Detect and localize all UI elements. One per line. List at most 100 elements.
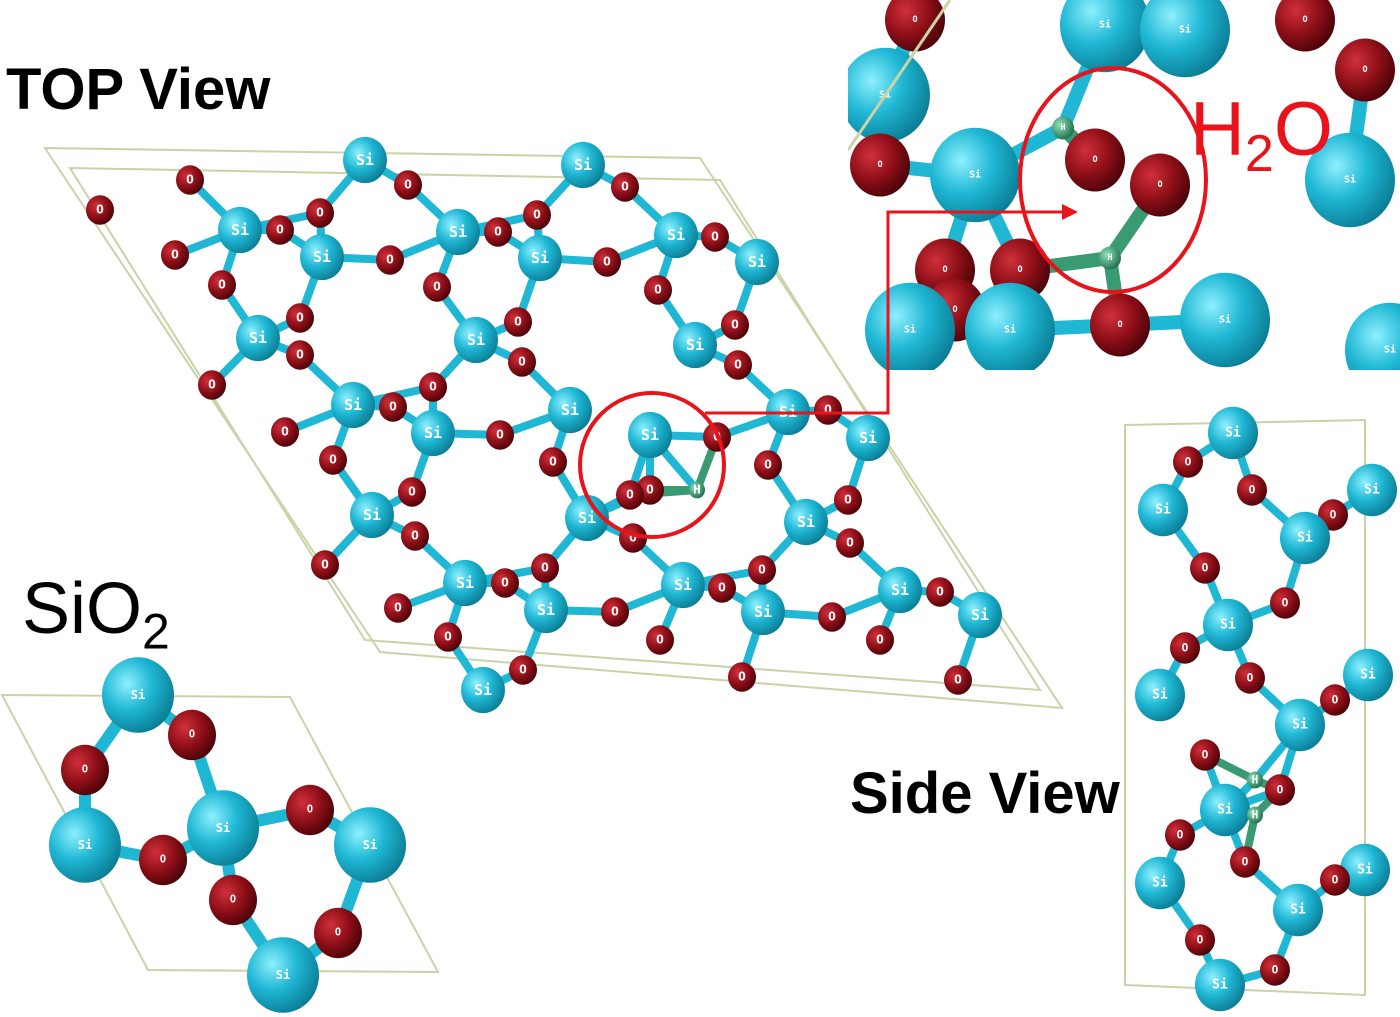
o-atom-label: O (1017, 265, 1022, 275)
si-atom (965, 282, 1055, 370)
h-atom-label: H (693, 483, 701, 498)
o-atom (1190, 552, 1220, 584)
si-atom-label: Si (667, 226, 685, 244)
inset-cell-edge (848, 0, 952, 151)
o-atom-label: O (1117, 320, 1122, 330)
si-atom (735, 238, 779, 286)
arrow-head-icon (1062, 204, 1078, 220)
o-atom-label: O (844, 493, 852, 508)
o-atom (208, 270, 236, 300)
top-view-title: TOP View (6, 57, 271, 122)
si-atom (350, 491, 394, 539)
o-atom-label: O (335, 928, 341, 939)
si-atom-label: Si (356, 151, 374, 169)
si-atom-label: Si (578, 509, 596, 527)
si-atom-label: Si (859, 429, 877, 447)
o-atom-label: O (611, 605, 619, 620)
o-atom (491, 568, 519, 598)
o-atom (1237, 474, 1267, 506)
si-atom (1203, 598, 1253, 652)
top-view-unit-cell-inner (68, 166, 1042, 692)
si-atom (784, 498, 828, 546)
o-atom-label: O (828, 610, 836, 625)
si-atom (1275, 698, 1325, 752)
si-atom (1200, 783, 1250, 837)
h-atom (1247, 806, 1263, 824)
o-atom (508, 347, 536, 377)
si-atom-label: Si (313, 248, 331, 266)
o-atom-label: O (738, 670, 746, 685)
o-atom-label: O (518, 355, 526, 370)
si-atom (454, 316, 498, 364)
si-atom (661, 561, 705, 609)
o-atom-label: O (824, 403, 832, 418)
si-atom (1273, 883, 1323, 937)
unit-cell-outlines (0, 146, 1366, 997)
si-atom-label: Si (1364, 483, 1380, 498)
o-atom (721, 310, 749, 340)
si-atom-label: Si (971, 606, 989, 624)
si-atom-label: Si (1360, 668, 1376, 683)
o-atom (394, 170, 422, 200)
o-atom-label: O (1177, 829, 1184, 842)
o-atom-label: O (626, 488, 634, 503)
si-atom (187, 790, 259, 866)
si-atom (102, 657, 174, 733)
o-atom (311, 550, 339, 580)
o-atom-label: O (1247, 672, 1254, 685)
si-atom-label: Si (531, 249, 549, 267)
o-atom-label: O (296, 311, 304, 326)
o-atom-label: O (936, 585, 944, 600)
o-atom (401, 521, 429, 551)
o-atom-label: O (1332, 694, 1339, 707)
si-atom (334, 807, 406, 883)
o-atom (1320, 864, 1350, 896)
o-atom-label: O (1332, 874, 1339, 887)
o-atom (168, 709, 216, 761)
si-atom-label: Si (1357, 863, 1373, 878)
o-atom (1335, 38, 1395, 102)
h-atom (1247, 771, 1263, 789)
o-atom-label: O (404, 178, 412, 193)
o-atom (286, 340, 314, 370)
si-atom-label: Si (1217, 803, 1233, 818)
si-atom-label: Si (1225, 426, 1241, 441)
si-atom (878, 566, 922, 614)
si-atom (673, 321, 717, 369)
o-atom-label: O (1302, 15, 1307, 25)
si-atom (1060, 0, 1150, 73)
si-atom (1305, 132, 1395, 228)
si-atom-label: Si (1155, 503, 1171, 518)
si-atom-label: Si (449, 223, 467, 241)
o-atom (836, 528, 864, 558)
o-atom-label: O (1202, 749, 1209, 762)
h2o-h: H (1190, 87, 1245, 172)
o-atom (266, 215, 294, 245)
o-atom-label: O (942, 265, 947, 275)
si-atom-label: Si (1384, 344, 1396, 356)
o-atom (176, 165, 204, 195)
highlight-annotations (578, 66, 1208, 539)
si-atom-label: Si (231, 221, 249, 239)
o-atom (484, 217, 512, 247)
si-atom-label: Si (1344, 174, 1356, 186)
o-atom (885, 0, 945, 52)
o-atom (379, 392, 407, 422)
si-atom (1208, 406, 1258, 460)
o-atom-label: O (731, 318, 739, 333)
si-atom-label: Si (641, 426, 659, 444)
o-atom-label: O (281, 425, 289, 440)
si-atom-label: Si (1292, 718, 1308, 733)
o-atom-label: O (734, 358, 742, 373)
si-atom (1195, 958, 1245, 1012)
si-atom-label: Si (249, 329, 267, 347)
o-atom-label: O (629, 531, 637, 546)
o-atom (611, 172, 639, 202)
o-atom-label: O (189, 730, 195, 741)
si-atom-label: Si (363, 506, 381, 524)
o-atom (593, 247, 621, 277)
si-atom-label: Si (561, 401, 579, 419)
o-atom-label: O (386, 253, 394, 268)
o-atom-label: O (519, 663, 527, 678)
